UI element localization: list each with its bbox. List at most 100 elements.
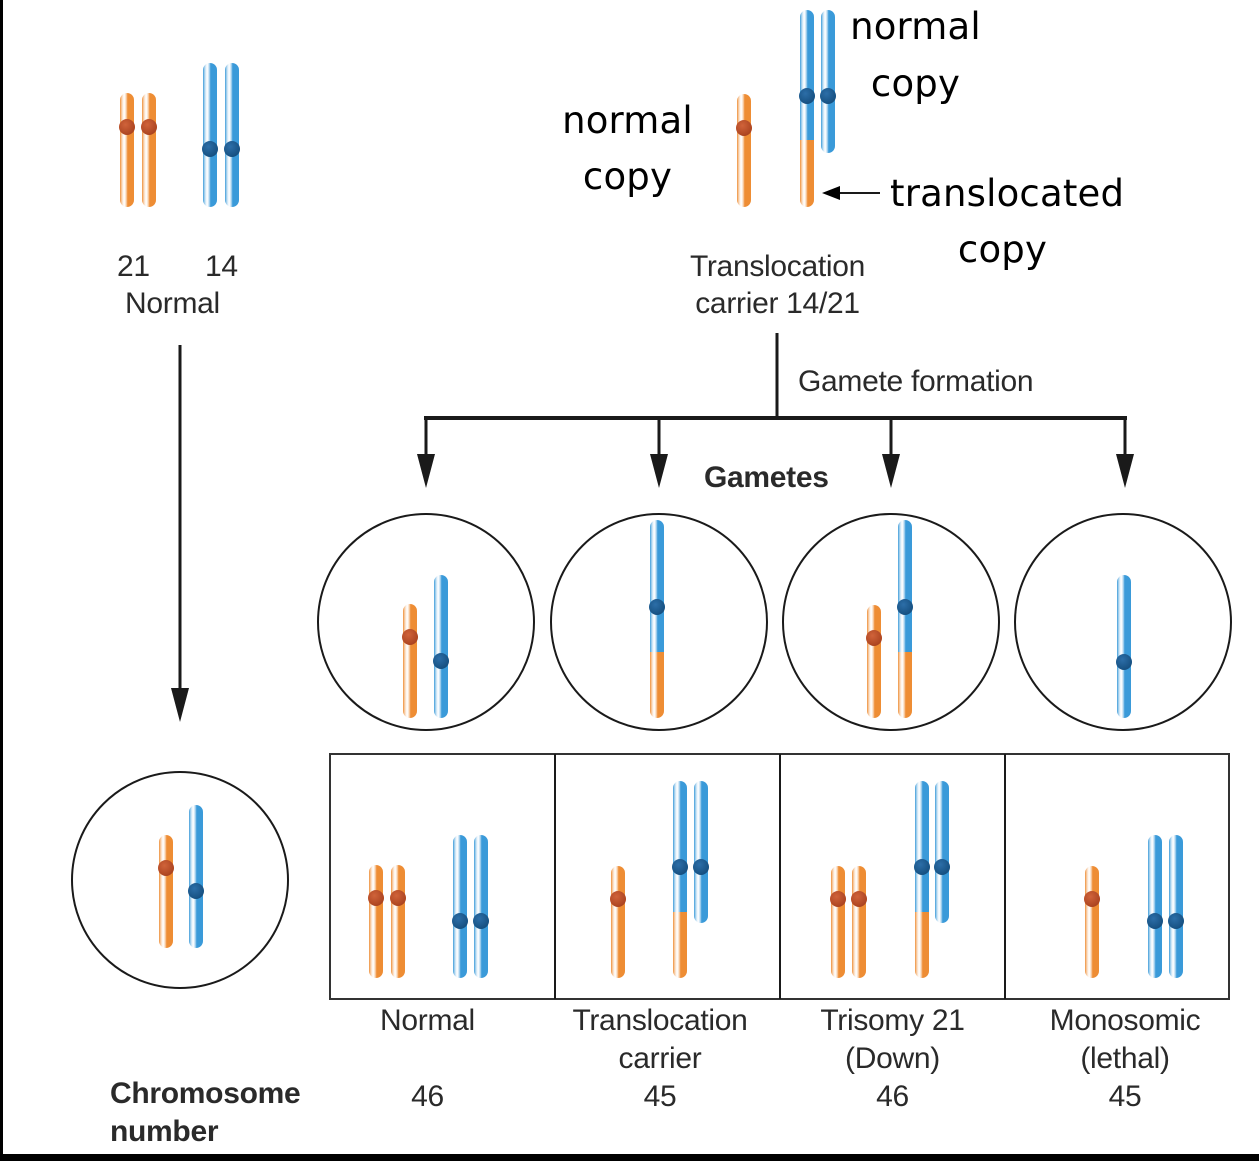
chromosome-arm — [159, 835, 173, 948]
label-normal-parent: Normal — [125, 287, 220, 320]
chromosome-arm — [1085, 866, 1099, 978]
chromosome-arm — [915, 912, 929, 978]
offspring-number-monosomic: 45 — [1108, 1080, 1142, 1113]
note-normal-copy-21-line2: copy — [582, 155, 673, 198]
offspring4-chr21 — [1084, 866, 1100, 978]
chromosome-arm — [391, 865, 405, 978]
normal-gamete-cell — [71, 771, 289, 989]
offspring3-chr21-a — [830, 866, 846, 978]
gamete-branch-arrowhead-icon — [882, 454, 900, 488]
gamete-cell-3 — [782, 513, 1000, 731]
chromosome-arm — [852, 866, 866, 978]
gamete-cell-4 — [1014, 513, 1232, 731]
chromosome-arm — [800, 10, 814, 140]
chromosome-arm — [189, 805, 203, 948]
translocated-chromosome-14-21 — [897, 520, 913, 718]
centromere — [914, 859, 930, 875]
centromere — [473, 913, 489, 929]
centromere — [649, 599, 665, 615]
chromosome-arm — [1117, 575, 1131, 718]
offspring1-chr14-a — [452, 835, 468, 978]
centromere — [866, 630, 882, 646]
centromere — [202, 141, 218, 157]
parent-normal-chr21-a — [119, 93, 135, 207]
offspring1-chr14-b — [473, 835, 489, 978]
centromere — [188, 883, 204, 899]
centromere — [141, 119, 157, 135]
offspring3-chr14 — [934, 781, 950, 923]
centromere — [402, 629, 418, 645]
chromosome-arm — [225, 63, 239, 207]
centromere — [1084, 891, 1100, 907]
offspring2-chr14 — [693, 781, 709, 923]
offspring-label-trisomy-line1: Trisomy 21 — [820, 1004, 965, 1037]
offspring4-chr14-b — [1168, 835, 1184, 978]
translocated-chromosome-14-21 — [649, 520, 665, 718]
label-carrier-line2: carrier 14/21 — [695, 287, 860, 320]
centromere — [897, 599, 913, 615]
offspring1-chr21-b — [390, 865, 406, 978]
centromere — [1168, 913, 1184, 929]
centromere — [1116, 654, 1132, 670]
chromosome-arm — [1148, 835, 1162, 978]
offspring3-chr21-b — [851, 866, 867, 978]
centromere — [693, 859, 709, 875]
chromosome-arm — [474, 835, 488, 978]
offspring-label-normal-line1: Normal — [380, 1004, 475, 1037]
normal-gamete-chr21 — [158, 835, 174, 948]
gamete-branch-arrowhead-icon — [1116, 454, 1134, 488]
chromosome-arm — [821, 10, 835, 153]
chromosome-arm — [831, 866, 845, 978]
chromosome-arm — [673, 912, 687, 978]
frame-border-left — [0, 0, 3, 1161]
translocated-chromosome-14-21 — [799, 10, 815, 207]
chromosome-arm — [434, 575, 448, 718]
offspring-label-monosomic-line2: (lethal) — [1080, 1042, 1170, 1075]
chromosome-arm — [650, 652, 664, 718]
note-translocated-line2: copy — [957, 228, 1048, 271]
chromosome-arm — [898, 652, 912, 718]
gamete-branch-arrowhead-icon — [417, 454, 435, 488]
carrier-chr14-normal-copy — [820, 10, 836, 153]
parent-normal-chr14-a — [202, 63, 218, 207]
centromere — [224, 141, 240, 157]
chromosome-arm — [650, 520, 664, 652]
arrow-left-icon — [822, 186, 840, 200]
chromosome-arm — [694, 781, 708, 923]
carrier-chr21-normal-copy — [736, 94, 752, 207]
label-chr14: 14 — [205, 250, 238, 283]
chromosome-arm — [142, 93, 156, 207]
chromosome-arm — [1169, 835, 1183, 978]
parent-normal-chr14-b — [224, 63, 240, 207]
offspring-number-carrier: 45 — [643, 1080, 677, 1113]
gamete1-chr21 — [402, 604, 418, 718]
gamete-branch-arrowhead-icon — [650, 454, 668, 488]
chromosome-arm — [867, 605, 881, 718]
gamete-cell-2 — [550, 513, 768, 731]
row-label-line2: number — [110, 1115, 219, 1148]
offspring4-chr14-a — [1147, 835, 1163, 978]
parent-normal-chr21-b — [141, 93, 157, 207]
note-normal-copy-21-line1: normal — [562, 99, 693, 142]
offspring-label-carrier-line2: carrier — [618, 1042, 702, 1075]
gamete1-chr14 — [433, 575, 449, 718]
centromere — [119, 119, 135, 135]
centromere — [934, 859, 950, 875]
gamete3-chr21 — [866, 605, 882, 718]
centromere — [830, 891, 846, 907]
offspring-label-monosomic-line1: Monosomic — [1049, 1004, 1201, 1037]
centromere — [851, 891, 867, 907]
chromosome-arm — [915, 781, 929, 912]
centromere — [820, 88, 836, 104]
offspring-label-trisomy-line2: (Down) — [845, 1042, 940, 1075]
translocated-chromosome-14-21 — [672, 781, 688, 978]
frame-border-bottom — [0, 1154, 1259, 1161]
label-chr21: 21 — [117, 250, 150, 283]
centromere — [390, 890, 406, 906]
offspring2-chr21 — [610, 866, 626, 978]
note-normal-copy-14-line1: normal — [850, 5, 981, 48]
label-gamete-formation: Gamete formation — [798, 365, 1034, 398]
gamete-cell-1 — [317, 513, 535, 731]
